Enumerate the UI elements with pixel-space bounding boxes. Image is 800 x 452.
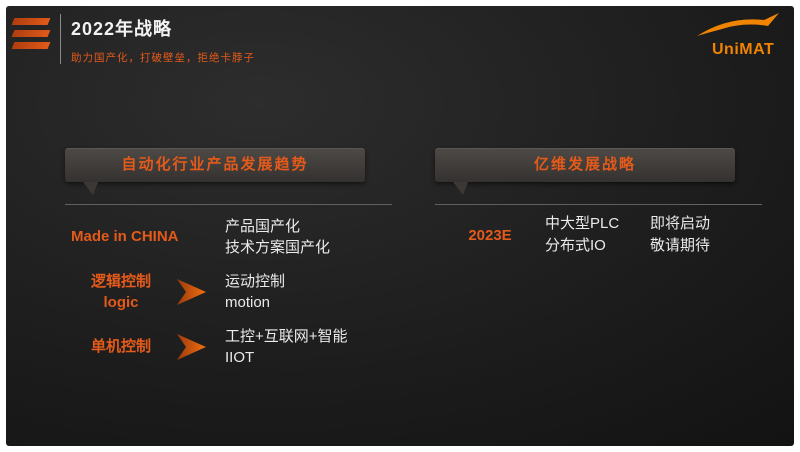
content-line: 产品国产化 [225,217,301,235]
row-label: 单机控制 [90,338,151,355]
left-panel-rows: Made in CHINA 产品国产化 技术方案国产化 逻辑控制 logic [65,205,392,370]
header-divider [60,14,61,64]
year-label: 2023E [468,226,512,244]
content-line: IIOT [225,348,255,366]
right-panel-header: 亿维发展战略 [435,148,735,182]
brand-bars-icon [11,18,51,54]
left-panel-header: 自动化行业产品发展趋势 [65,148,365,182]
row-label: Made in CHINA [71,228,179,245]
brand-bar [11,42,51,49]
left-panel-title: 自动化行业产品发展趋势 [121,156,309,173]
unimat-logo: UniMAT [694,10,782,64]
right-panel-rule [435,204,762,205]
unimat-logo-swoosh-icon: UniMAT [697,13,779,58]
brand-bar [11,18,51,25]
row-content: 产品国产化 技术方案国产化 [225,216,392,258]
left-panel-pointer-icon [83,182,98,195]
content-line: 技术方案国产化 [225,238,331,256]
strategy-status: 即将启动 敬请期待 [650,213,762,257]
right-panel-title: 亿维发展战略 [533,156,636,173]
slide: 2022年战略 助力国产化，打破壁垒，拒绝卡脖子 UniMAT 自动化行业产品发… [6,6,794,446]
left-panel-rule [65,204,392,205]
strategy-products: 中大型PLC 分布式IO [545,213,650,257]
trend-row: Made in CHINA 产品国产化 技术方案国产化 [65,213,392,260]
content-line: motion [225,293,271,311]
right-panel-pointer-icon [453,182,468,195]
content-line: 中大型PLC [545,215,620,232]
label-line: 逻辑控制 [90,272,151,290]
brand-bar [11,30,51,37]
label-line: logic [103,293,139,311]
unimat-logo-text: UniMAT [712,41,774,58]
row-label: 逻辑控制 logic [65,271,177,313]
right-arrow-icon [177,333,206,360]
row-content: 工控+互联网+智能 IIOT [225,326,392,368]
arrow-col [177,278,225,305]
page-title: 2022年战略 [71,19,173,39]
page-subtitle: 助力国产化，打破壁垒，拒绝卡脖子 [71,52,255,64]
trend-row: 单机控制 工控+互联网+智能 IIOT [65,323,392,370]
content-line: 运动控制 [225,272,286,290]
strategy-row: 2023E 中大型PLC 分布式IO 即将启动 敬请期待 [435,205,762,257]
content-line: 敬请期待 [650,237,711,254]
right-arrow-icon [177,278,206,305]
title-block: 2022年战略 助力国产化，打破壁垒，拒绝卡脖子 [71,15,255,65]
arrow-col [177,333,225,360]
left-panel: 自动化行业产品发展趋势 Made in CHINA 产品国产化 技术方案国产化 … [65,148,392,378]
right-panel: 亿维发展战略 2023E 中大型PLC 分布式IO 即将启动 敬请期待 [435,148,762,257]
content-line: 工控+互联网+智能 [225,327,348,345]
content-line: 即将启动 [650,215,711,232]
content-line: 分布式IO [545,237,606,254]
row-content: 运动控制 motion [225,271,392,313]
trend-row: 逻辑控制 logic 运动控制 motion [65,268,392,315]
